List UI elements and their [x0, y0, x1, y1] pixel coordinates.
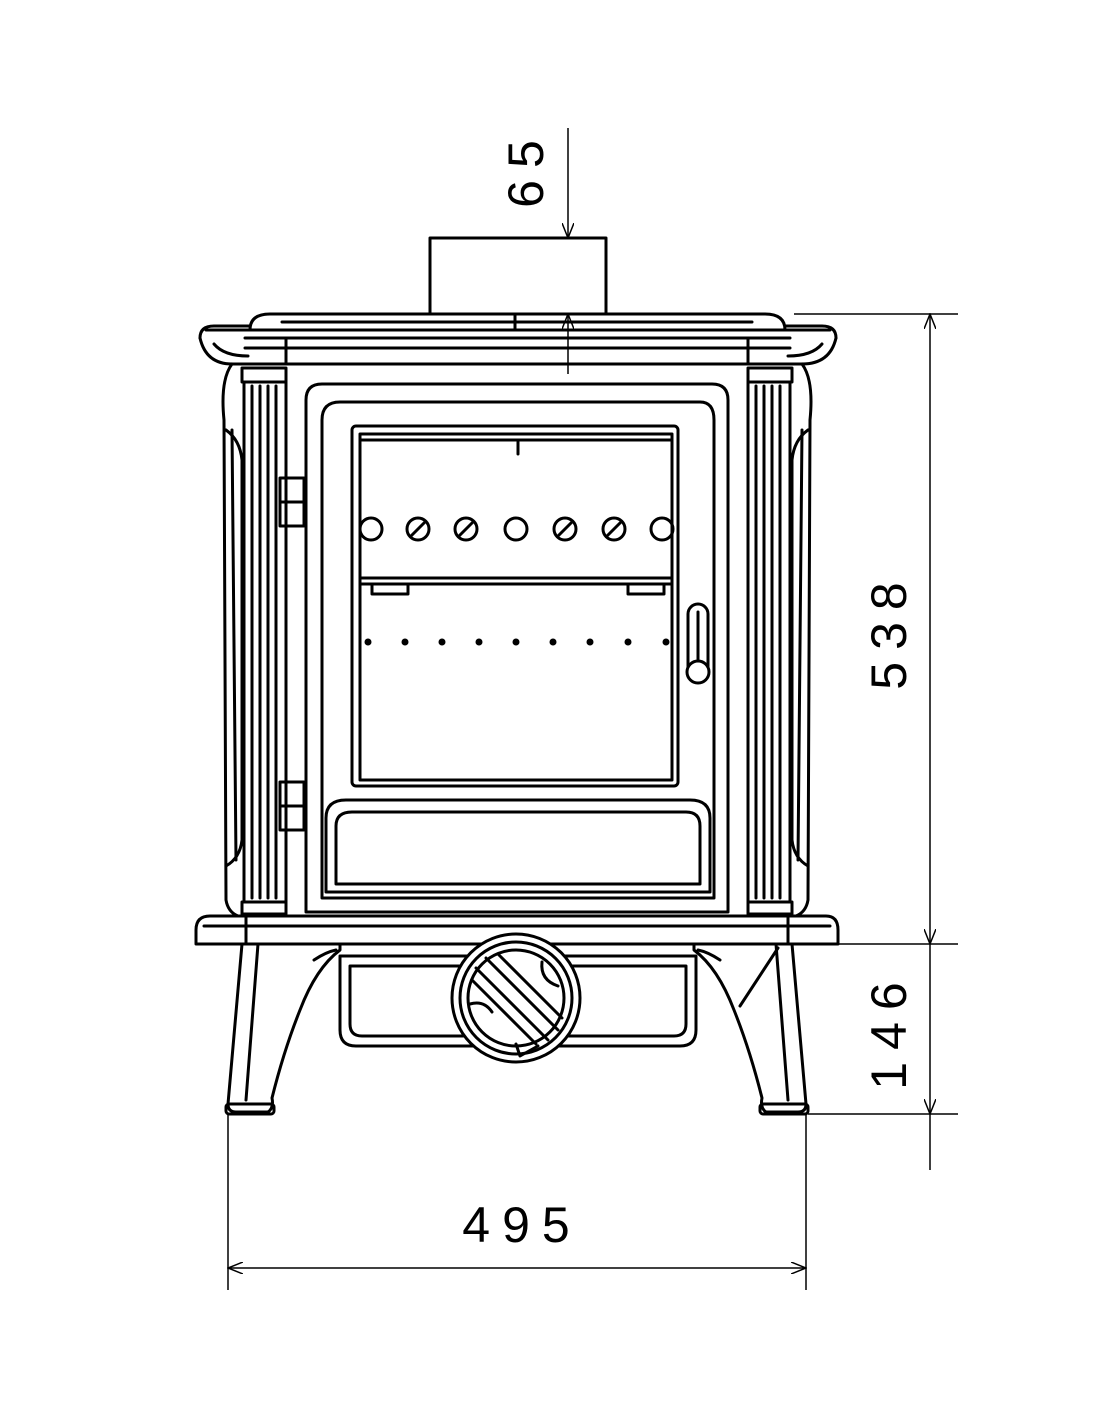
- body-left-side: [221, 362, 288, 918]
- air-vents: [358, 516, 675, 542]
- right-leg: [692, 942, 810, 1116]
- dimension-label-overall-width: 495: [462, 1197, 581, 1253]
- top-plate: [198, 312, 838, 366]
- dimension-label-flue-height: 65: [498, 128, 554, 208]
- ash-panel: [324, 798, 712, 894]
- door-hinges: [278, 476, 306, 832]
- ash-pan: [338, 954, 698, 1048]
- door-handle: [685, 602, 711, 685]
- dimension-lines: [228, 128, 958, 1290]
- door: [304, 382, 730, 914]
- air-control-wheel: [450, 932, 582, 1064]
- left-leg: [224, 942, 342, 1116]
- hole-row: [364, 638, 670, 646]
- dimension-label-body-height: 538: [861, 570, 917, 689]
- flue-collar: [428, 236, 608, 316]
- stove: [194, 236, 840, 1116]
- dimension-label-leg-height: 146: [861, 970, 917, 1089]
- body-right-side: [746, 362, 813, 918]
